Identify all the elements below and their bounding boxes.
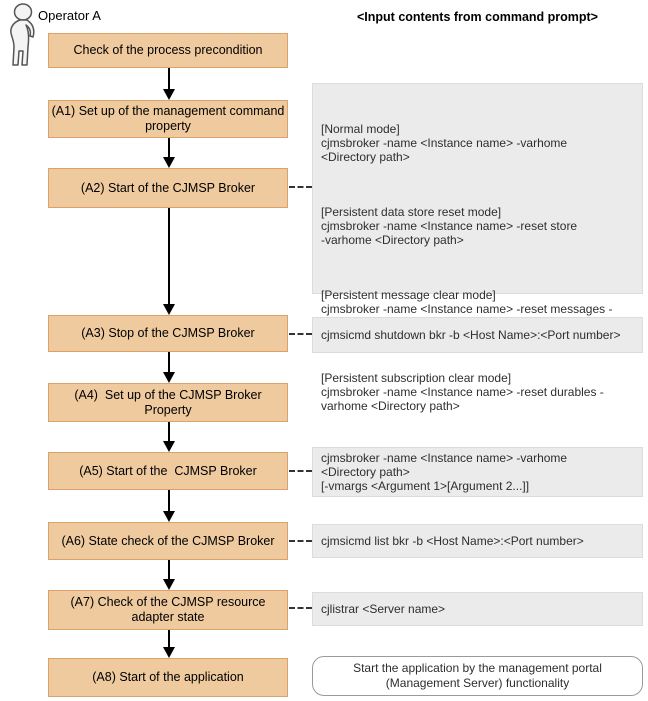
flow-arrow-icon xyxy=(162,208,175,315)
step-a8-start-application: (A8) Start of the application xyxy=(48,658,288,697)
note-a7-cjlistrar-command: cjlistrar <Server name> xyxy=(312,592,643,626)
operator-person-icon xyxy=(10,3,35,66)
right-column-title: <Input contents from command prompt> xyxy=(357,10,598,24)
step-a3-stop-cjmsp-broker: (A3) Stop of the CJMSP Broker xyxy=(48,315,288,352)
dashed-connector-a2 xyxy=(289,186,312,188)
flow-arrow-icon xyxy=(162,68,175,100)
step-a6-state-check-cjmsp-broker: (A6) State check of the CJMSP Broker xyxy=(48,522,288,560)
flow-arrow-icon xyxy=(162,352,175,383)
step-a2-start-cjmsp-broker: (A2) Start of the CJMSP Broker xyxy=(48,168,288,208)
note-a2-subscription-clear-mode: [Persistent subscription clear mode] cjm… xyxy=(321,371,604,413)
step-a4-setup-cjmsp-broker-property: (A4) Set up of the CJMSP Broker Property xyxy=(48,383,288,422)
note-a5-start-command: cjmsbroker -name <Instance name> -varhom… xyxy=(312,447,643,497)
note-a2-normal-mode: [Normal mode] cjmsbroker -name <Instance… xyxy=(321,122,568,164)
dashed-connector-a3 xyxy=(289,333,312,335)
dashed-connector-a5 xyxy=(289,470,312,472)
note-a2-data-store-reset-mode: [Persistent data store reset mode] cjmsb… xyxy=(321,205,578,247)
flow-arrow-icon xyxy=(162,422,175,452)
flow-arrow-icon xyxy=(162,490,175,522)
step-a5-start-cjmsp-broker: (A5) Start of the CJMSP Broker xyxy=(48,452,288,490)
note-a2-broker-start-modes: [Normal mode] cjmsbroker -name <Instance… xyxy=(312,83,643,413)
step-precondition: Check of the process precondition xyxy=(48,33,288,68)
note-a3-shutdown-command: cjmsicmd shutdown bkr -b <Host Name>:<Po… xyxy=(312,317,643,353)
note-a8-management-portal: Start the application by the management … xyxy=(312,656,643,696)
step-a7-check-resource-adapter-state: (A7) Check of the CJMSP resource adapter… xyxy=(48,590,288,630)
dashed-connector-a6 xyxy=(289,540,312,542)
note-a6-list-command: cjmsicmd list bkr -b <Host Name>:<Port n… xyxy=(312,524,643,558)
flow-arrow-icon xyxy=(162,560,175,590)
step-a1-setup-management-command-property: (A1) Set up of the management command pr… xyxy=(48,100,288,138)
dashed-connector-a7 xyxy=(289,607,312,609)
flow-arrow-icon xyxy=(162,630,175,658)
operator-label: Operator A xyxy=(38,8,101,23)
flow-arrow-icon xyxy=(162,138,175,168)
